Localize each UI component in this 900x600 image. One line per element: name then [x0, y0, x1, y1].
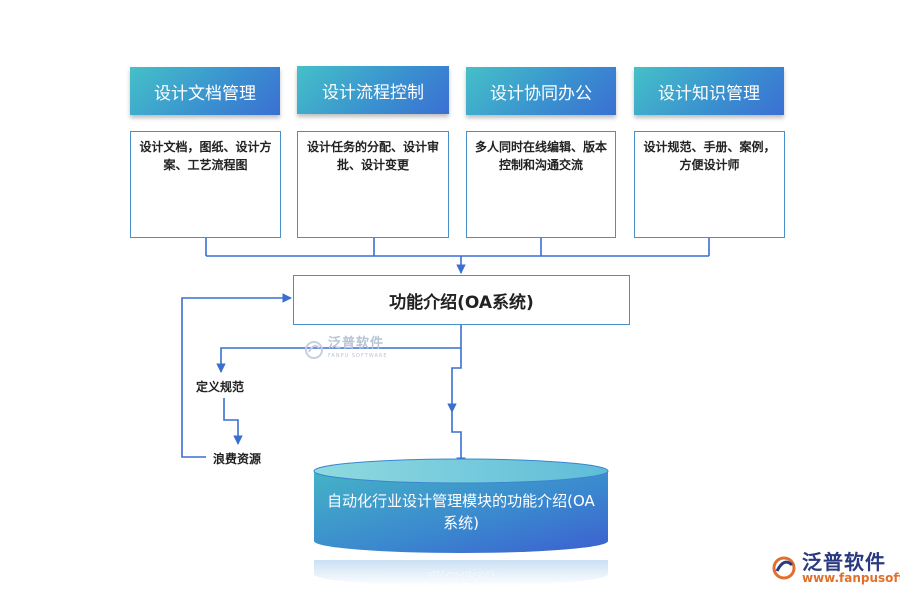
module-desc-doc: 设计文档，图纸、设计方案、工艺流程图: [130, 131, 281, 238]
module-title: 设计协同办公: [490, 83, 592, 104]
center-to-mid-arrow: [447, 348, 462, 413]
brand-logo: 泛普软件 www.fanpusoft.com: [770, 552, 900, 584]
module-header-collab: 设计协同办公: [466, 67, 616, 115]
fanpu-brand-icon: [772, 556, 796, 580]
fanpu-logo-icon: [305, 341, 323, 359]
module-desc-flow: 设计任务的分配、设计审批、设计变更: [297, 131, 449, 238]
module-desc-collab: 多人同时在线编辑、版本控制和沟通交流: [466, 131, 616, 238]
watermark: 泛普软件 FANPU SOFTWARE: [304, 336, 388, 362]
module-desc-knowledge: 设计规范、手册、案例，方便设计师: [634, 131, 785, 238]
module-header-knowledge: 设计知识管理: [634, 67, 784, 115]
module-header-flow: 设计流程控制: [297, 66, 449, 114]
feedback-loop-arrow: [181, 293, 292, 458]
module-title: 设计知识管理: [658, 83, 760, 104]
module-title: 设计文档管理: [154, 83, 256, 104]
cylinder-reflection: 绍(OA系统): [314, 560, 608, 586]
module-title: 设计流程控制: [322, 82, 424, 103]
center-function-box: 功能介绍(OA系统): [293, 275, 630, 325]
to-define-arrow: [216, 347, 461, 373]
center-label: 功能介绍(OA系统): [389, 292, 534, 313]
watermark-name: 泛普软件: [328, 336, 385, 351]
waste-resource-label: 浪费资源: [213, 452, 262, 466]
watermark-sub: FANPU SOFTWARE: [328, 353, 388, 359]
define-spec-label: 定义规范: [196, 380, 245, 394]
cylinder-label: 自动化行业设计管理模块的功能介绍(OA系统): [327, 492, 595, 532]
reflection-text: 绍(OA系统): [426, 568, 496, 583]
cylinder-shape: [313, 458, 609, 553]
module-header-doc: 设计文档管理: [130, 67, 280, 115]
mid-to-cylinder-arrow: [451, 412, 466, 467]
brand-url: www.fanpusoft.com: [802, 571, 900, 585]
brand-name: 泛普软件: [802, 550, 886, 574]
define-to-waste-arrow: [223, 398, 243, 445]
